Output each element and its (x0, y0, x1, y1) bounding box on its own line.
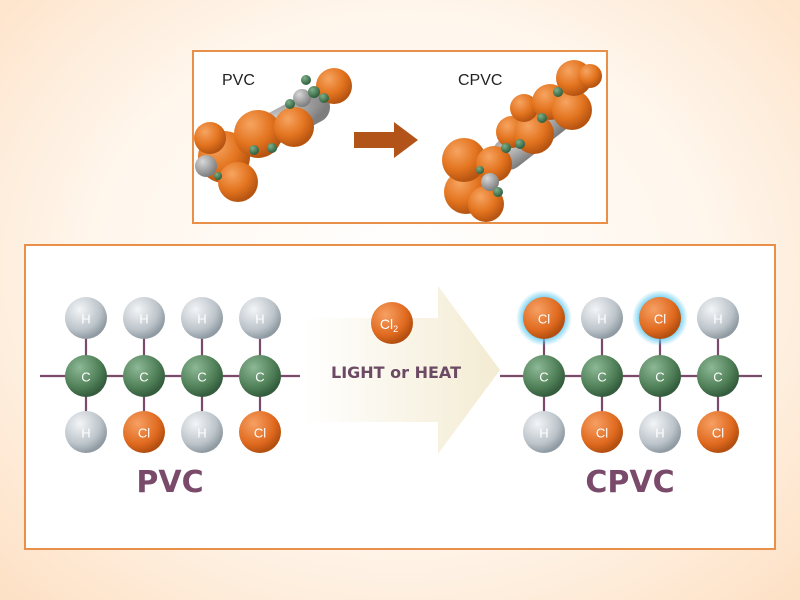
hydrogen-atom (239, 297, 281, 339)
top-atom-label: H (597, 312, 606, 327)
carbon-atom (639, 355, 681, 397)
chlorine-atom (639, 297, 681, 339)
bottom-atom-label: Cl (138, 426, 150, 441)
pvc-model-label: PVC (222, 72, 255, 89)
carbon-atom (581, 355, 623, 397)
carbon-atom (181, 355, 223, 397)
hydrogen-atom (639, 411, 681, 453)
bottom-atom-label: Cl (596, 426, 608, 441)
hydrogen-atom (123, 297, 165, 339)
top-atom-label: Cl (538, 312, 550, 327)
hydrogen-atom (65, 297, 107, 339)
carbon-atom (523, 355, 565, 397)
top-atom-label: H (255, 312, 264, 327)
pvc-structure: H C H H C Cl H C H H C Cl (40, 297, 300, 453)
bottom-atom-label: H (197, 426, 206, 441)
backbone-atom-label: C (539, 370, 548, 385)
cl2-reagent-atom (371, 302, 413, 344)
top-atom-label: H (81, 312, 90, 327)
chlorine-atom (239, 411, 281, 453)
top-atom-label: Cl (654, 312, 666, 327)
hydrogen-atom (523, 411, 565, 453)
cpvc-name-label: CPVC (585, 465, 674, 500)
hydrogen-atom (697, 297, 739, 339)
hydrogen-atom (581, 297, 623, 339)
backbone-atom-label: C (655, 370, 664, 385)
backbone-atom-label: C (81, 370, 90, 385)
space-filling-model-panel: PVC CPVC (192, 50, 608, 224)
carbon-atom (697, 355, 739, 397)
bottom-atom-label: Cl (712, 426, 724, 441)
bottom-atom-label: H (539, 426, 548, 441)
chlorine-atom (581, 411, 623, 453)
hydrogen-atom (181, 411, 223, 453)
backbone-atom-label: C (255, 370, 264, 385)
bottom-atom-label: H (81, 426, 90, 441)
bottom-atom-label: Cl (254, 426, 266, 441)
top-atom-label: H (139, 312, 148, 327)
backbone-atom-label: C (139, 370, 148, 385)
hydrogen-atom (65, 411, 107, 453)
pvc-space-filling-model (194, 68, 352, 202)
pvc-name-label: PVC (136, 465, 203, 500)
carbon-atom (123, 355, 165, 397)
cpvc-space-filling-model (442, 60, 602, 222)
cl2-reagent-label: Cl2 (380, 316, 398, 334)
chlorine-atom (697, 411, 739, 453)
carbon-atom (65, 355, 107, 397)
condition-label: LIGHT or HEAT (331, 363, 461, 382)
hydrogen-atom (181, 297, 223, 339)
space-filling-svg (194, 60, 602, 222)
top-atom-label: H (197, 312, 206, 327)
condition-arrow (304, 286, 500, 454)
reaction-arrow (354, 122, 418, 158)
structural-formula-svg: Cl2 LIGHT or HEAT PVC CPVC HCHHCClHCHHCC… (40, 286, 762, 500)
top-atom-label: H (713, 312, 722, 327)
backbone-atom-label: C (713, 370, 722, 385)
backbone-atom-label: C (197, 370, 206, 385)
cpvc-model-label: CPVC (458, 72, 503, 89)
backbone-atom-label: C (597, 370, 606, 385)
carbon-atom (239, 355, 281, 397)
chlorine-atom (123, 411, 165, 453)
chlorine-atom (523, 297, 565, 339)
bottom-atom-label: H (655, 426, 664, 441)
